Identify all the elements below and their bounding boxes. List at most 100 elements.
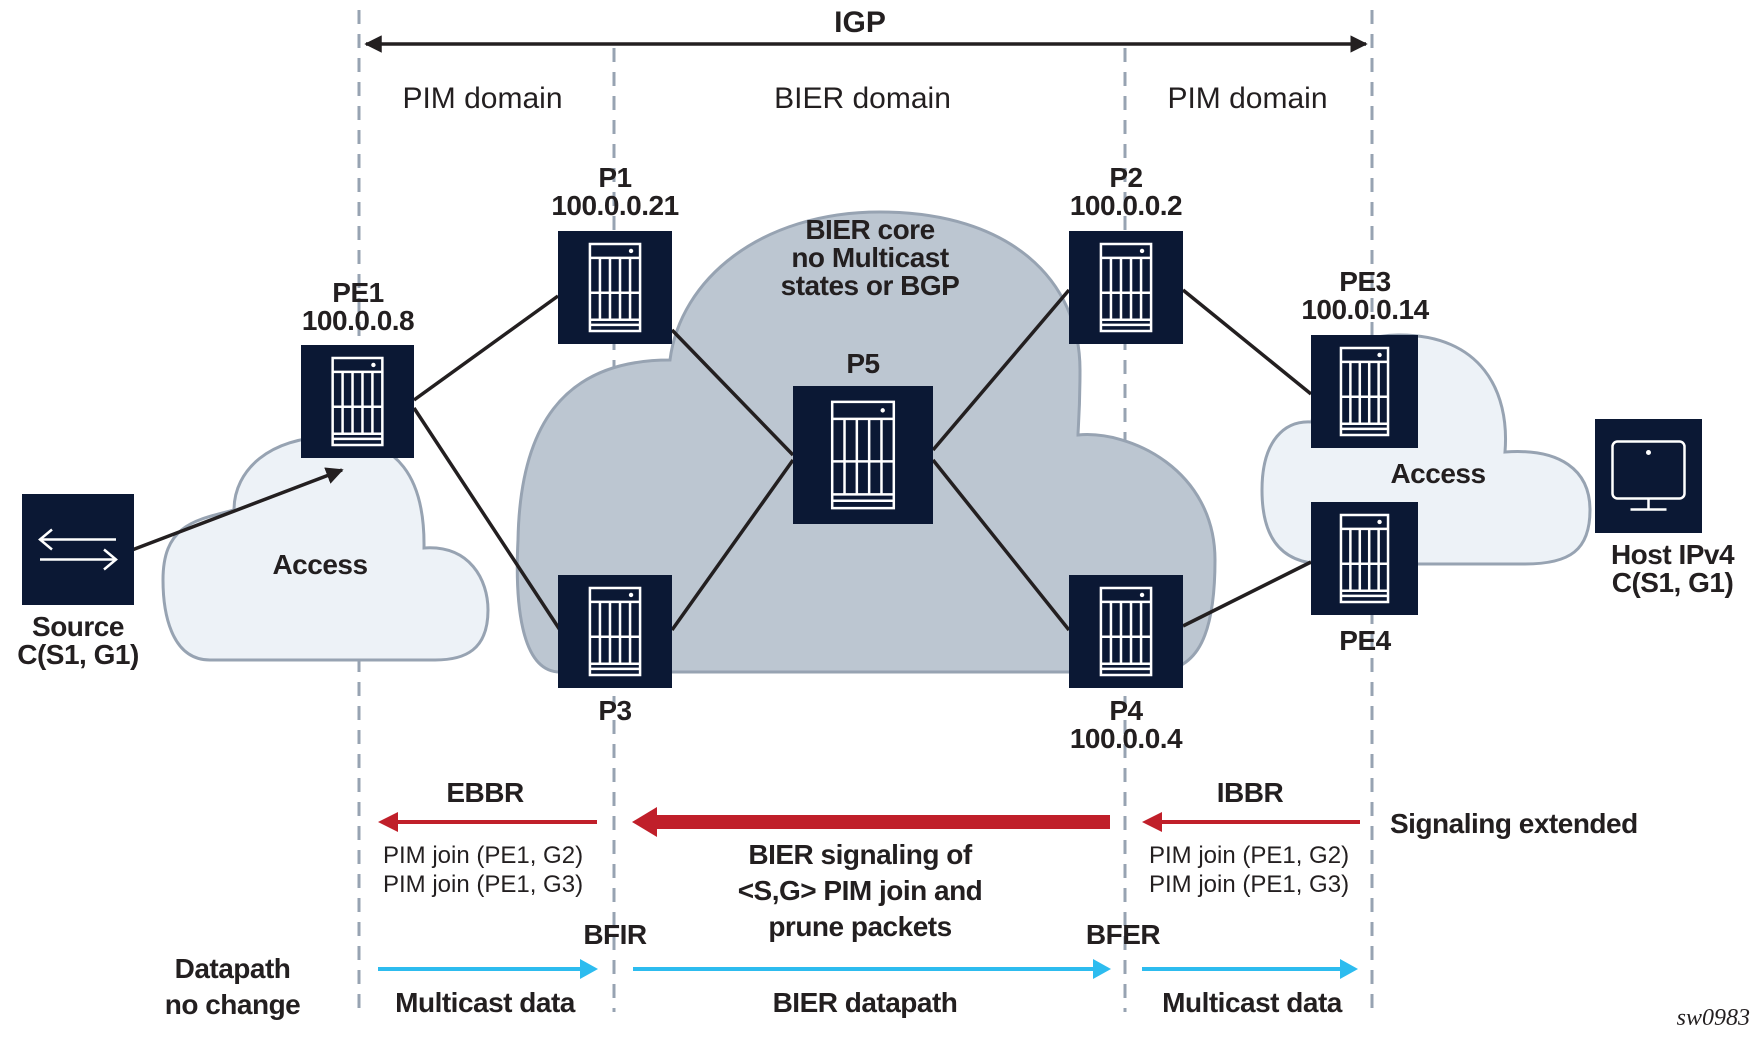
bier-signaling-arrow-shaft — [655, 815, 1110, 829]
pe4-device — [1311, 502, 1418, 615]
access-right-label: Access — [1390, 458, 1486, 489]
p4-name: P4 — [1109, 695, 1143, 726]
router-chassis-icon — [1339, 346, 1390, 437]
ibbr-label: IBBR — [1216, 777, 1284, 808]
core-label: BIER core no Multicast states or BGP — [745, 216, 995, 300]
right-join-g3: PIM join (PE1, G3) — [1149, 870, 1350, 898]
link-pe1-p1 — [412, 294, 560, 402]
link-p4-p5 — [931, 458, 1071, 632]
datapath-line-2: no change — [164, 989, 301, 1021]
monitor-icon — [1611, 440, 1686, 511]
p4-device — [1069, 575, 1183, 688]
igp-label: IGP — [834, 6, 886, 39]
pe1-name: PE1 — [332, 277, 384, 308]
source-to-pe1-arrow — [131, 467, 344, 552]
source-name: Source — [32, 611, 124, 642]
left-joins: PIM join (PE1, G2) PIM join (PE1, G3) — [383, 842, 583, 900]
link-p2-pe3 — [1181, 288, 1313, 396]
bier-datapath-arrow-head — [1093, 959, 1111, 979]
pe3-label: PE3 100.0.0.14 — [1285, 268, 1445, 324]
source-detail: C(S1, G1) — [17, 639, 139, 670]
p2-device — [1069, 231, 1183, 344]
source-label: Source C(S1, G1) — [0, 613, 156, 669]
router-chassis-icon — [1099, 586, 1153, 677]
bier-signaling-line-2: <S,G> PIM join and — [737, 874, 983, 906]
p1-name: P1 — [598, 162, 632, 193]
pe1-device-box — [301, 345, 414, 458]
bier-datapath-label: BIER datapath — [772, 987, 958, 1018]
source-device — [22, 494, 134, 605]
pe1-device — [301, 345, 414, 458]
link-pe1-p3 — [412, 407, 562, 631]
data-arrows — [378, 959, 1358, 979]
p2-label: P2 100.0.0.2 — [1041, 164, 1211, 220]
pe1-label: PE1 100.0.0.8 — [278, 279, 438, 335]
domain-label-pim-left: PIM domain — [402, 82, 563, 115]
p5-device-box — [793, 386, 933, 524]
p4-ip: 100.0.0.4 — [1069, 723, 1183, 754]
p3-label: P3 — [598, 695, 632, 726]
signaling-extended-label: Signaling extended — [1390, 808, 1638, 839]
p2-device-box — [1069, 231, 1183, 344]
host-detail: C(S1, G1) — [1611, 567, 1734, 598]
core-label-line-3: states or BGP — [780, 270, 960, 301]
figure-id: sw0983 — [1676, 1005, 1750, 1031]
p1-device-box — [558, 231, 672, 344]
bfir-label: BFIR — [583, 919, 647, 950]
domain-label-bier: BIER domain — [774, 82, 951, 115]
domain-label-pim-right: PIM domain — [1167, 82, 1328, 115]
bier-signaling-line-1: BIER signaling of — [748, 839, 972, 870]
left-join-g2: PIM join (PE1, G2) — [383, 842, 584, 869]
host-device — [1595, 419, 1702, 533]
pe3-ip: 100.0.0.14 — [1301, 294, 1429, 325]
router-chassis-icon — [1339, 513, 1390, 604]
datapath-label: Datapath no change — [140, 951, 325, 1024]
p5-device — [793, 386, 933, 524]
pe3-device — [1311, 335, 1418, 448]
core-label-line-2: no Multicast — [791, 242, 949, 273]
router-chassis-icon — [588, 586, 642, 677]
datapath-line-1: Datapath — [174, 953, 291, 984]
multicast-data-right-label: Multicast data — [1162, 987, 1342, 1018]
ibbr-arrow-head — [1142, 812, 1162, 832]
p1-ip: 100.0.0.21 — [551, 190, 679, 221]
bier-signaling-label: BIER signaling of <S,G> PIM join and pru… — [690, 837, 1030, 944]
bidirectional-arrows-icon — [38, 528, 118, 571]
bier-signaling-line-3: prune packets — [768, 910, 952, 942]
ebbr-arrow-head — [378, 812, 398, 832]
source-device-box — [22, 494, 134, 605]
link-p3-p5 — [670, 458, 795, 632]
right-join-g2: PIM join (PE1, G2) — [1149, 842, 1350, 869]
multicast-data-right-arrow-head — [1340, 959, 1358, 979]
devices — [22, 231, 1702, 688]
multicast-data-left-label: Multicast data — [395, 987, 575, 1018]
p5-label: P5 — [846, 348, 880, 379]
left-join-g3: PIM join (PE1, G3) — [383, 870, 584, 898]
router-chassis-icon — [830, 400, 896, 510]
multicast-data-left-arrow-head — [580, 959, 598, 979]
host-device-box — [1595, 419, 1702, 533]
p4-label: P4 100.0.0.4 — [1041, 697, 1211, 753]
pe3-device-box — [1311, 335, 1418, 448]
core-label-line-1: BIER core — [805, 214, 935, 245]
pe3-name: PE3 — [1339, 266, 1391, 297]
router-chassis-icon — [588, 242, 642, 333]
router-chassis-icon — [331, 356, 384, 447]
link-p1-p5 — [670, 328, 795, 457]
access-left-label: Access — [272, 549, 368, 580]
host-label: Host IPv4 C(S1, G1) — [1590, 541, 1755, 597]
p2-ip: 100.0.0.2 — [1069, 190, 1183, 221]
p4-device-box — [1069, 575, 1183, 688]
p3-device — [558, 575, 672, 688]
bier-signaling-arrow-head — [632, 807, 657, 837]
pe4-label: PE4 — [1339, 625, 1391, 656]
link-p2-p5 — [931, 288, 1071, 452]
pe1-ip: 100.0.0.8 — [301, 305, 415, 336]
link-p4-pe4 — [1182, 560, 1312, 628]
ebbr-label: EBBR — [446, 777, 524, 808]
pe4-device-box — [1311, 502, 1418, 615]
bfer-label: BFER — [1085, 919, 1161, 950]
signaling-arrows — [378, 807, 1360, 837]
host-name: Host IPv4 — [1610, 539, 1735, 570]
